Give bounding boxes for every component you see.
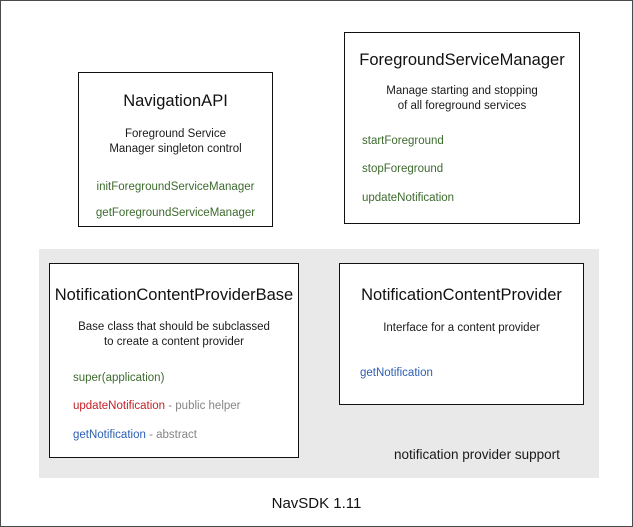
class-member[interactable]: getNotification - abstract: [73, 428, 298, 442]
member-list: super(application) updateNotification - …: [50, 371, 298, 442]
class-description: Interface for a content provider: [383, 321, 540, 334]
class-title: NotificationContentProvider: [361, 286, 562, 304]
member-name: updateNotification: [362, 191, 455, 204]
class-box-notification-content-provider[interactable]: NotificationContentProvider Interface fo…: [339, 263, 584, 405]
member-list: startForeground stopForeground updateNot…: [345, 134, 579, 205]
class-title: ForegroundServiceManager: [359, 51, 565, 69]
member-name: super(application): [73, 372, 165, 384]
group-panel-label: notification provider support: [394, 447, 560, 462]
class-member[interactable]: updateNotification: [362, 191, 579, 205]
class-box-foreground-service-manager[interactable]: ForegroundServiceManager Manage starting…: [344, 32, 580, 224]
member-name: stopForeground: [362, 163, 444, 176]
class-member[interactable]: stopForeground: [362, 162, 579, 176]
member-name: getNotification: [73, 428, 146, 441]
class-member[interactable]: super(application): [73, 371, 298, 385]
member-suffix: - public helper: [165, 400, 241, 413]
class-box-notification-content-provider-base[interactable]: NotificationContentProviderBase Base cla…: [49, 263, 299, 458]
class-member[interactable]: getForegroundServiceManager: [88, 206, 272, 220]
footer-caption: NavSDK 1.11: [271, 495, 362, 512]
member-name: initForegroundServiceManager: [96, 181, 255, 193]
member-name: getForegroundServiceManager: [95, 207, 256, 220]
member-name: startForeground: [362, 135, 444, 147]
class-member[interactable]: startForeground: [362, 134, 579, 148]
class-member[interactable]: updateNotification - public helper: [73, 399, 298, 413]
class-box-navigation-api[interactable]: NavigationAPI Foreground Service Manager…: [78, 72, 273, 227]
class-title: NotificationContentProviderBase: [54, 286, 294, 304]
member-list: getNotification: [340, 366, 583, 380]
member-name: updateNotification: [73, 400, 166, 413]
class-description: Base class that should be subclassed to …: [78, 320, 270, 349]
class-title: NavigationAPI: [123, 92, 228, 110]
class-description: Foreground Service Manager singleton con…: [109, 127, 242, 156]
member-list: initForegroundServiceManager getForegrou…: [79, 180, 272, 221]
member-name: getNotification: [360, 367, 433, 380]
class-member[interactable]: getNotification: [360, 366, 583, 380]
class-member[interactable]: initForegroundServiceManager: [88, 180, 272, 194]
class-description: Manage starting and stopping of all fore…: [386, 84, 538, 113]
member-suffix: - abstract: [145, 428, 198, 441]
